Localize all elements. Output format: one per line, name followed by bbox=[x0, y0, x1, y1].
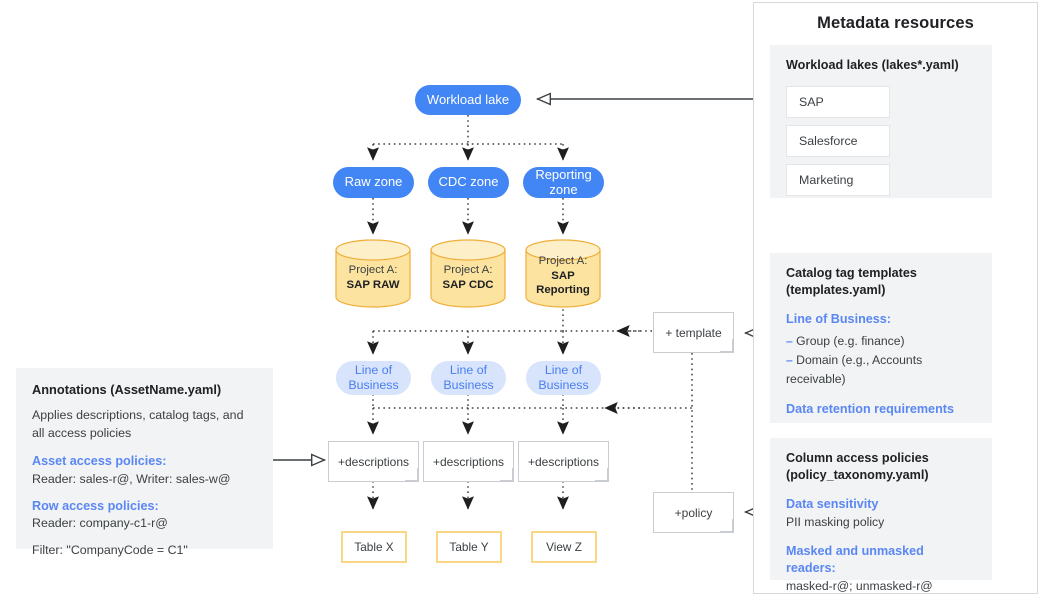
annotations-filter: Filter: "CompanyCode = C1" bbox=[32, 543, 188, 558]
project-name-2: SAP CDC bbox=[442, 279, 494, 291]
tag-label-2: Line of Business bbox=[443, 363, 494, 392]
catalog-templates-heading-1: Catalog tag templates bbox=[786, 266, 917, 280]
asset-label-1: Table X bbox=[354, 540, 394, 554]
node-descriptions-2[interactable]: +descriptions bbox=[423, 441, 514, 482]
asset-label-2: Table Y bbox=[449, 540, 489, 554]
bullet-dash-icon: – bbox=[786, 334, 793, 348]
lake-item-sap[interactable]: SAP bbox=[786, 86, 890, 118]
node-workload-lake[interactable]: Workload lake bbox=[415, 85, 521, 115]
node-tag-line-of-business-3[interactable]: Line of Business bbox=[526, 361, 601, 395]
data-sensitivity-title: Data sensitivity bbox=[786, 497, 879, 511]
lake-item-salesforce-label: Salesforce bbox=[799, 134, 858, 148]
lake-item-marketing[interactable]: Marketing bbox=[786, 164, 890, 196]
row-access-policies-title: Row access policies: bbox=[32, 498, 159, 513]
document-fold-icon bbox=[500, 468, 513, 481]
project-prefix-3: Project A: bbox=[538, 255, 588, 268]
lob-bullet-2: Domain (e.g., Accounts receivable) bbox=[786, 352, 923, 386]
node-template[interactable]: + template bbox=[653, 312, 734, 353]
lake-item-sap-label: SAP bbox=[799, 95, 824, 109]
node-reporting-zone[interactable]: Reporting zone bbox=[523, 167, 604, 198]
lob-bullet-1: Group (e.g. finance) bbox=[796, 334, 905, 348]
bullet-dash-icon: – bbox=[786, 352, 793, 367]
column-policies-heading-2: (policy_taxonomy.yaml) bbox=[786, 468, 929, 482]
project-name-1: SAP RAW bbox=[346, 279, 400, 291]
node-cdc-zone[interactable]: CDC zone bbox=[428, 167, 509, 198]
node-project-sap-cdc[interactable]: Project A: SAP CDC bbox=[431, 255, 505, 301]
descriptions-label-3: +descriptions bbox=[527, 454, 600, 469]
descriptions-label-2: +descriptions bbox=[432, 454, 505, 469]
project-prefix-2: Project A: bbox=[443, 264, 493, 277]
node-cdc-zone-label: CDC zone bbox=[438, 174, 499, 190]
node-descriptions-1[interactable]: +descriptions bbox=[328, 441, 419, 482]
tag-label-1: Line of Business bbox=[348, 363, 399, 392]
node-asset-table-x[interactable]: Table X bbox=[341, 531, 407, 563]
tag-label-3: Line of Business bbox=[538, 363, 589, 392]
document-fold-icon bbox=[595, 468, 608, 481]
data-retention-title: Data retention requirements bbox=[786, 401, 954, 416]
column-policies-heading-1: Column access policies bbox=[786, 451, 929, 465]
catalog-templates-heading-2: (templates.yaml) bbox=[786, 283, 886, 297]
document-fold-icon bbox=[405, 468, 418, 481]
document-fold-icon bbox=[720, 519, 733, 532]
node-raw-zone-label: Raw zone bbox=[344, 174, 403, 190]
annotations-panel: Annotations (AssetName.yaml) Applies des… bbox=[16, 368, 273, 557]
asset-access-policies-title: Asset access policies: bbox=[32, 453, 167, 468]
node-descriptions-3[interactable]: +descriptions bbox=[518, 441, 609, 482]
node-policy[interactable]: +policy bbox=[653, 492, 734, 533]
annotations-title: Annotations (AssetName.yaml) bbox=[32, 382, 222, 397]
node-asset-view-z[interactable]: View Z bbox=[531, 531, 597, 563]
workload-lakes-heading: Workload lakes (lakes*.yaml) bbox=[786, 58, 959, 72]
node-workload-lake-label: Workload lake bbox=[426, 91, 510, 107]
masked-readers-value: masked-r@; unmasked-r@ bbox=[786, 579, 933, 594]
template-node-label: + template bbox=[665, 325, 722, 340]
column-access-policies-box: Column access policies (policy_taxonomy.… bbox=[770, 438, 992, 593]
node-asset-table-y[interactable]: Table Y bbox=[436, 531, 502, 563]
workload-lakes-box: Workload lakes (lakes*.yaml) SAP Salesfo… bbox=[770, 45, 992, 198]
node-project-sap-raw[interactable]: Project A: SAP RAW bbox=[336, 255, 410, 301]
node-tag-line-of-business-1[interactable]: Line of Business bbox=[336, 361, 411, 395]
lake-item-marketing-label: Marketing bbox=[799, 173, 854, 187]
descriptions-label-1: +descriptions bbox=[337, 454, 410, 469]
node-raw-zone[interactable]: Raw zone bbox=[333, 167, 414, 198]
annotations-description: Applies descriptions, catalog tags, and … bbox=[32, 408, 244, 440]
metadata-resources-title: Metadata resources bbox=[817, 14, 974, 32]
node-tag-line-of-business-2[interactable]: Line of Business bbox=[431, 361, 506, 395]
policy-node-label: +policy bbox=[674, 505, 713, 520]
document-fold-icon bbox=[720, 339, 733, 352]
node-reporting-zone-label: Reporting zone bbox=[535, 166, 592, 197]
lake-item-salesforce[interactable]: Salesforce bbox=[786, 125, 890, 157]
data-sensitivity-value: PII masking policy bbox=[786, 515, 885, 529]
project-prefix-1: Project A: bbox=[348, 264, 398, 277]
node-project-sap-reporting[interactable]: Project A: SAP Reporting bbox=[526, 250, 600, 302]
asset-label-3: View Z bbox=[546, 540, 582, 554]
project-name-3: SAP Reporting bbox=[536, 269, 590, 297]
asset-access-policies-value: Reader: sales-r@, Writer: sales-w@ bbox=[32, 471, 231, 486]
row-access-policies-value: Reader: company-c1-r@ bbox=[32, 516, 168, 531]
masked-readers-title: Masked and unmasked readers: bbox=[786, 544, 924, 576]
catalog-tag-templates-box: Catalog tag templates (templates.yaml) L… bbox=[770, 253, 992, 423]
line-of-business-title: Line of Business: bbox=[786, 312, 891, 326]
